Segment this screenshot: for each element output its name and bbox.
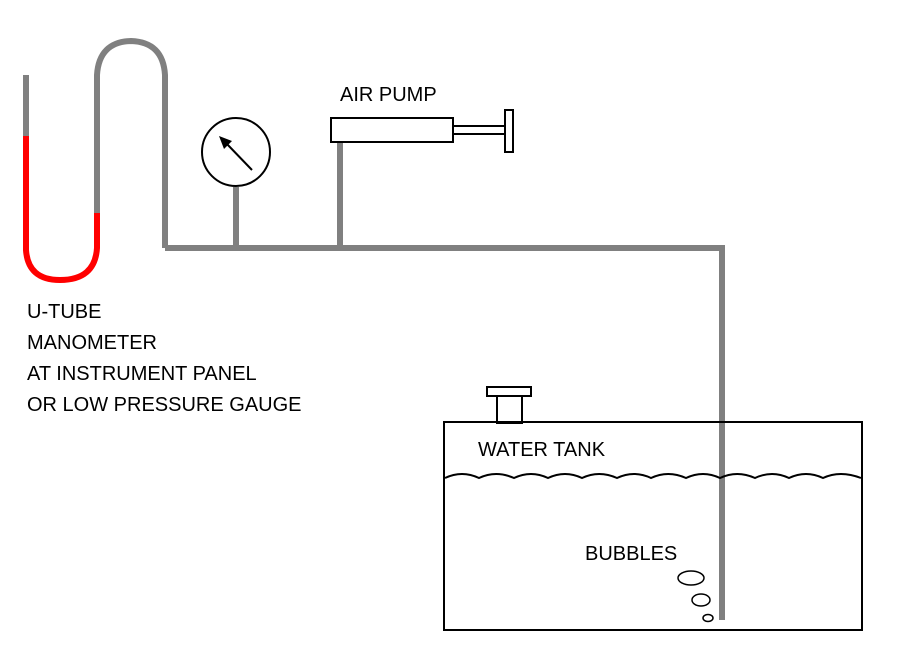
tank-fill-cap-top bbox=[486, 386, 532, 397]
pump-body bbox=[330, 117, 454, 143]
manometer-fluid bbox=[23, 136, 100, 284]
manometer-label: U-TUBE MANOMETER AT INSTRUMENT PANEL OR … bbox=[27, 301, 302, 416]
gauge-needle-arrow-icon bbox=[219, 136, 232, 149]
air-pump-label: AIR PUMP bbox=[340, 84, 437, 106]
tank-body bbox=[443, 421, 863, 631]
pressure-gauge bbox=[201, 117, 271, 248]
bubble-large bbox=[677, 570, 705, 586]
u-tube-manometer bbox=[23, 37, 168, 284]
bubble-small bbox=[702, 613, 714, 623]
gauge-needle bbox=[225, 142, 253, 171]
tank-fill-cap-neck bbox=[496, 395, 523, 424]
pump-handle bbox=[504, 109, 514, 153]
manometer-label-line-1: U-TUBE bbox=[27, 301, 101, 323]
bubbles-label: BUBBLES bbox=[585, 543, 677, 565]
water-tank: WATER TANK BUBBLES bbox=[443, 386, 863, 631]
manometer-label-line-2: MANOMETER bbox=[27, 332, 157, 354]
main-air-line bbox=[165, 245, 725, 620]
manometer-right-leg-air bbox=[94, 37, 168, 248]
pump-rod bbox=[452, 125, 506, 135]
water-tank-label: WATER TANK bbox=[478, 439, 606, 461]
bubble-medium bbox=[691, 593, 711, 607]
water-surface bbox=[444, 473, 862, 480]
manometer-label-line-3: AT INSTRUMENT PANEL bbox=[27, 363, 257, 385]
air-pump: AIR PUMP bbox=[330, 84, 514, 248]
manometer-label-line-4: OR LOW PRESSURE GAUGE bbox=[27, 394, 302, 416]
